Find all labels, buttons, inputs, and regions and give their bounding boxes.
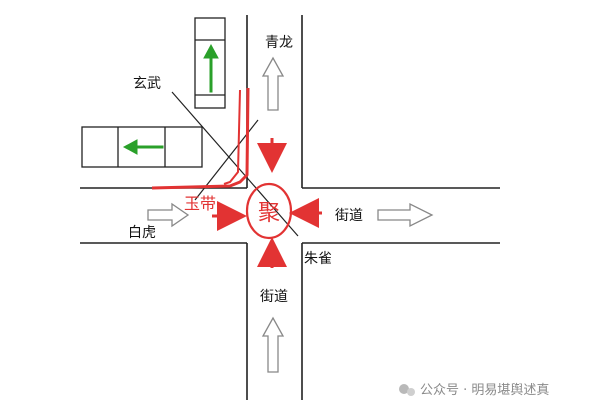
street-arrow-up-north-icon — [261, 56, 285, 111]
street-arrows — [147, 56, 434, 373]
diagonal-line-main — [171, 91, 299, 237]
watermark: 公众号 · 明易堪舆述真 — [399, 383, 549, 398]
label-street-right: 街道 — [335, 208, 363, 224]
street-arrow-up-south-icon — [261, 316, 285, 373]
jade-belt-inner-line — [223, 89, 241, 185]
gather-label: 聚 — [258, 201, 280, 226]
label-jade-belt: 玉带 — [184, 194, 216, 213]
label-xuanwu: 玄武 — [133, 75, 161, 92]
label-zhuque: 朱雀 — [304, 251, 332, 267]
car-arrows — [122, 43, 219, 155]
wechat-icon — [399, 384, 415, 396]
street-arrow-right-west-icon — [147, 202, 190, 228]
converge-arrows — [212, 138, 322, 268]
label-street-bottom: 街道 — [260, 289, 288, 305]
watermark-text: 公众号 · 明易堪舆述真 — [420, 383, 549, 398]
car-arrow-left-icon — [122, 139, 164, 155]
gather-circle — [245, 182, 293, 240]
car-arrow-up-icon — [203, 43, 219, 93]
label-qinglong: 青龙 — [265, 35, 293, 51]
buildings — [81, 17, 226, 168]
jade-belt-line — [151, 87, 250, 190]
label-baihu: 白虎 — [128, 225, 156, 241]
street-arrow-right-east-icon — [377, 202, 434, 228]
